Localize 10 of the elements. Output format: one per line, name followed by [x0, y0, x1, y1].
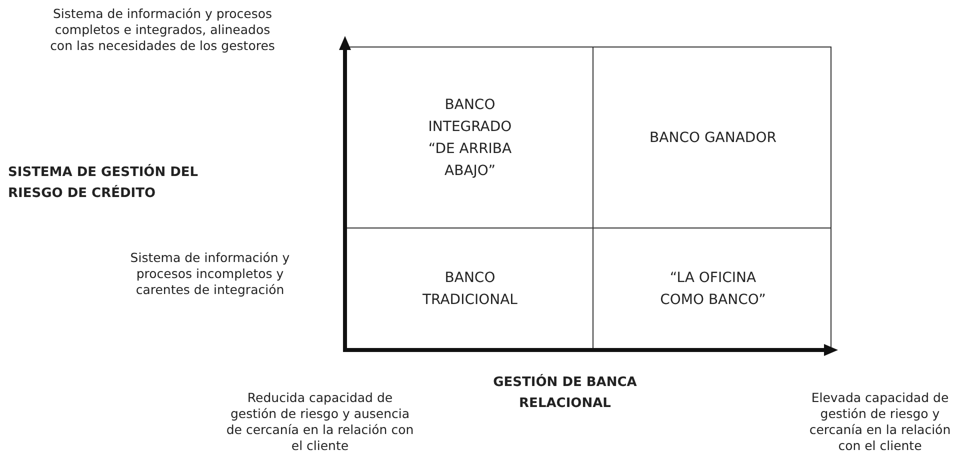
quadrant-label: BANCO TRADICIONAL [422, 268, 518, 310]
quadrant-label: BANCO GANADOR [648, 129, 778, 148]
quadrant-label: “LA OFICINA COMO BANCO” [659, 268, 767, 310]
quadrant-label: BANCO INTEGRADO “DE ARRIBA ABAJO” [427, 96, 513, 181]
axis-note: Sistema de información y procesos incompletos y carentes de integración [129, 250, 291, 298]
axis-title: GESTIÓN DE BANCA RELACIONAL [492, 373, 638, 413]
axis-note: Elevada capacidad de gestión de riesgo y cercanía en la relación con el cliente [808, 390, 952, 454]
axis-title: SISTEMA DE GESTIÓN DEL RIESGO DE CRÉDITO [8, 163, 200, 203]
axis-note: Sistema de información y procesos completos e integrados, alineados con las necesidades de los gestores [50, 6, 275, 54]
axis-note: Reducida capacidad de gestión de riesgo y ausencia de cercanía en la relación con el cliente [225, 390, 415, 454]
